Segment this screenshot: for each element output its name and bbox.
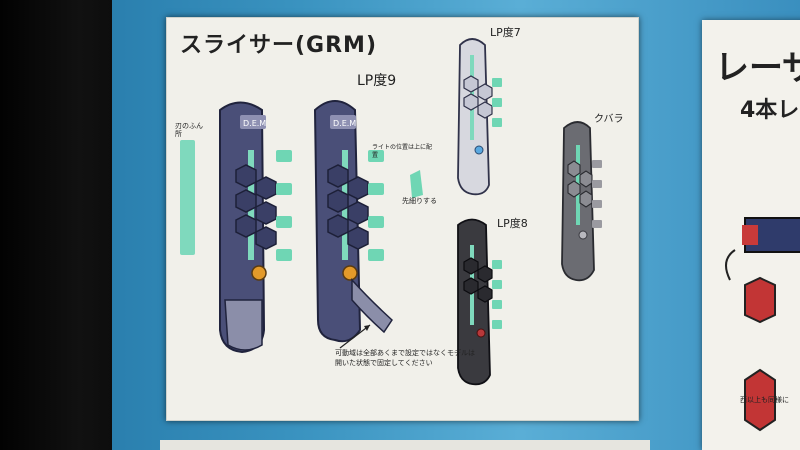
right-board-subtitle: 4本レ — [740, 98, 800, 123]
label-lp9: LP度9 — [357, 73, 397, 89]
slicer-weapon-main: D.E.M — [180, 101, 292, 354]
small-blade-sketch — [410, 170, 423, 198]
note-bottom: 可動域は全部あくまで設定ではなくモデルは開いた状態で固定してください — [335, 349, 475, 367]
note-mid: ライトの位置は上に配置 — [372, 144, 433, 159]
right-board-note: 西以上も同様に — [740, 396, 789, 404]
slicer-weapon-lp8 — [457, 218, 502, 386]
note-right: 先細りする — [402, 197, 437, 205]
note-left: 刃のふん所 — [175, 122, 203, 138]
trigger-button — [251, 265, 267, 281]
right-board-title: レーザ — [715, 48, 800, 88]
slicer-weapon-lp9: D.E.M — [313, 100, 393, 349]
board-title: スライサー(GRM) — [180, 33, 378, 58]
slicer-weapon-lp7 — [457, 38, 502, 196]
label-lp7: LP度7 — [490, 26, 521, 39]
label-lp8: LP度8 — [497, 217, 528, 230]
dark-left-edge — [0, 0, 112, 450]
right-board-sketches — [725, 217, 800, 432]
blade-side-bar — [180, 140, 195, 255]
label-kubara: クバラ — [594, 114, 624, 125]
board-bottom-strip — [160, 440, 650, 450]
logo-text-main: D.E.M — [243, 119, 266, 128]
logo-plate — [240, 115, 266, 129]
slicer-weapon-kubara — [561, 121, 602, 282]
logo-text-lp9: D.E.M — [333, 119, 356, 128]
